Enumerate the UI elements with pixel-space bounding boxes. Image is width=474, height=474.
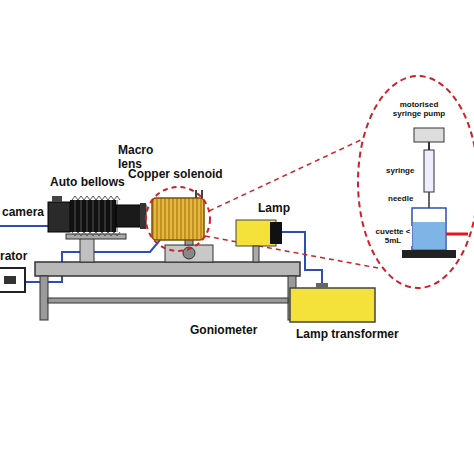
plunger (428, 142, 430, 150)
copper-solenoid (152, 198, 204, 240)
auto-bellows (70, 196, 120, 236)
bench-plate (35, 262, 300, 276)
zoom-line (205, 236, 378, 268)
part-label: needle (388, 194, 422, 203)
bench-rail (48, 298, 288, 303)
lamp-stand (253, 246, 259, 262)
part-label: Lamp transformer (296, 328, 426, 342)
transformer-plug (316, 283, 328, 288)
syringe-pump (414, 128, 444, 142)
goniometer-stage (165, 245, 213, 262)
laser-beam (446, 233, 468, 236)
lamp-end (270, 222, 282, 244)
camera-cable (0, 225, 48, 227)
generator-box (0, 268, 25, 292)
part-label: motorised syringe pump (388, 100, 450, 118)
zoom-circle (146, 187, 210, 251)
part-label: Lamp (258, 202, 302, 216)
cuvette-base (402, 250, 456, 258)
part-label: camera (2, 206, 48, 220)
lens-front (140, 203, 146, 229)
generator-display (4, 276, 16, 284)
solenoid-lead (201, 190, 203, 198)
bench-leg (40, 276, 48, 320)
lamp-transformer (290, 288, 375, 322)
part-label: Goniometer (190, 324, 280, 338)
camera-stand (80, 236, 94, 262)
camera-body (48, 202, 70, 232)
part-label: syringe (386, 166, 422, 175)
zoom-line (209, 138, 365, 211)
part-label: rator (0, 250, 44, 264)
cuvette (412, 208, 446, 250)
part-label: cuvette < 5mL (374, 226, 412, 246)
camera-top (52, 196, 62, 202)
inset-ellipse (358, 76, 474, 288)
syringe-barrel (424, 150, 434, 192)
cuvette-liquid (413, 222, 445, 249)
part-label: Copper solenoid (128, 168, 238, 182)
